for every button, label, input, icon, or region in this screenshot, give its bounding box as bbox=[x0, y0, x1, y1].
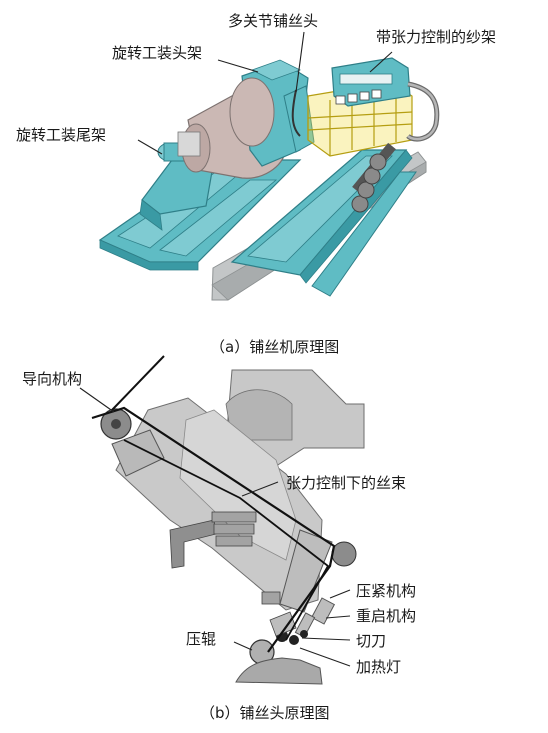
rear-housing-arc bbox=[225, 389, 293, 441]
label-creel: 带张力控制的纱架 bbox=[376, 28, 496, 46]
leader-creel bbox=[369, 51, 393, 73]
label-roller: 压辊 bbox=[186, 630, 216, 648]
label-tow-bundle: 张力控制下的丝束 bbox=[286, 474, 406, 492]
head-frame-top bbox=[250, 59, 302, 81]
head-frame-disc bbox=[229, 77, 275, 147]
main-body-inner bbox=[179, 409, 297, 561]
work-surface bbox=[235, 657, 323, 685]
caption-b: （b）铺丝头原理图 bbox=[200, 704, 330, 722]
compaction-pulley bbox=[331, 541, 357, 567]
actuator-block bbox=[211, 511, 257, 547]
leader-tail-frame bbox=[137, 139, 163, 155]
head-column bbox=[283, 85, 315, 153]
label-heater: 加热灯 bbox=[356, 658, 401, 676]
cutter-stack bbox=[269, 611, 297, 637]
restart-rods bbox=[294, 597, 336, 638]
incoming-tow bbox=[111, 355, 165, 411]
leader-head-frame bbox=[217, 59, 259, 73]
label-guide: 导向机构 bbox=[22, 370, 82, 388]
figure-a-machine: 多关节铺丝头 带张力控制的纱架 旋转工装头架 旋转工装尾架 （a）铺丝机原理图 bbox=[16, 12, 496, 356]
leader-cutter bbox=[301, 637, 351, 641]
cutter-roller-2 bbox=[289, 635, 299, 645]
label-restart: 重启机构 bbox=[356, 607, 416, 625]
label-multi-joint-head: 多关节铺丝头 bbox=[228, 12, 318, 30]
tail-frame-face bbox=[139, 199, 163, 231]
leader-restart bbox=[325, 615, 351, 619]
creel-panel bbox=[339, 73, 393, 85]
label-rotary-head-frame: 旋转工装头架 bbox=[112, 44, 202, 62]
label-cutter: 切刀 bbox=[356, 632, 386, 650]
tow-bundle-path-2 bbox=[123, 439, 330, 641]
leader-tow-bundle bbox=[241, 481, 279, 497]
leader-guide bbox=[79, 387, 115, 413]
cable-chain bbox=[351, 142, 396, 213]
right-rail bbox=[311, 171, 417, 297]
mandrel-bed-front bbox=[99, 239, 199, 271]
leader-heater bbox=[299, 647, 351, 667]
leader-multi-joint-head bbox=[295, 31, 305, 93]
label-rotary-tail-frame: 旋转工装尾架 bbox=[16, 126, 106, 144]
caption-a: （a）铺丝机原理图 bbox=[210, 338, 339, 356]
label-compaction: 压紧机构 bbox=[356, 582, 416, 600]
cutter-roller-3 bbox=[300, 630, 308, 638]
figure-b-head: 导向机构 张力控制下的丝束 压紧机构 重启机构 切刀 压辊 加热灯 （b）铺丝头… bbox=[22, 355, 416, 722]
lower-block bbox=[261, 591, 281, 605]
mandrel-bed-groove2 bbox=[159, 179, 278, 257]
leader-compaction bbox=[329, 589, 351, 599]
mandrel-shaft bbox=[177, 131, 201, 157]
leader-roller bbox=[233, 641, 253, 651]
head-arm-cable bbox=[291, 89, 301, 137]
creel-spools bbox=[335, 89, 382, 105]
guide-roller-hub bbox=[111, 419, 121, 429]
